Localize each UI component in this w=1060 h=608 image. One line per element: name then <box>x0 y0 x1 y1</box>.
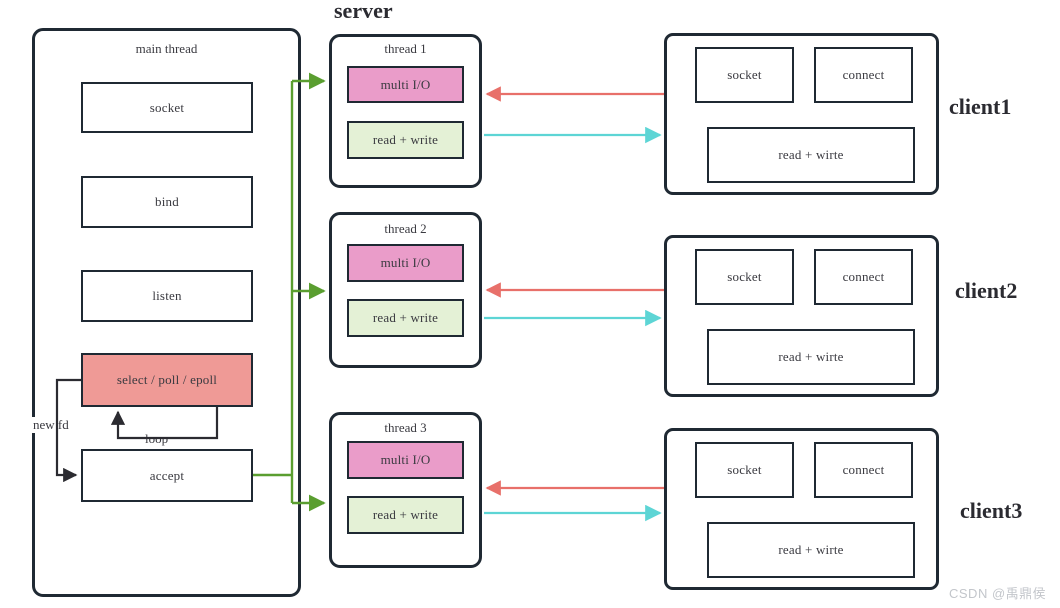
annotation-loop: loop <box>143 431 171 447</box>
client-1-read-write[interactable]: read + wirte <box>707 127 915 183</box>
client-2-connect[interactable]: connect <box>814 249 913 305</box>
main-step-listen[interactable]: listen <box>81 270 253 322</box>
thread-2-multi-io[interactable]: multi I/O <box>347 244 464 282</box>
main-step-select-poll-epoll[interactable]: select / poll / epoll <box>81 353 253 407</box>
client-1-socket[interactable]: socket <box>695 47 794 103</box>
client-3-socket[interactable]: socket <box>695 442 794 498</box>
client-label-2: client2 <box>955 278 1018 303</box>
thread-label-3: thread 3 <box>384 420 427 435</box>
client-label-3: client3 <box>960 498 1023 523</box>
client-2-socket[interactable]: socket <box>695 249 794 305</box>
thread-2-read-write[interactable]: read + write <box>347 299 464 337</box>
client-1-connect[interactable]: connect <box>814 47 913 103</box>
thread-3-read-write[interactable]: read + write <box>347 496 464 534</box>
main-step-socket[interactable]: socket <box>81 82 253 133</box>
thread-1-read-write[interactable]: read + write <box>347 121 464 159</box>
client-label-1: client1 <box>949 94 1012 119</box>
thread-box-1 <box>329 34 482 188</box>
main-step-accept[interactable]: accept <box>81 449 253 502</box>
server-title: server <box>334 0 393 23</box>
thread-box-2 <box>329 212 482 368</box>
annotation-new-fd: new fd <box>31 417 71 433</box>
client-3-read-write[interactable]: read + wirte <box>707 522 915 578</box>
thread-label-2: thread 2 <box>384 221 427 236</box>
client-3-connect[interactable]: connect <box>814 442 913 498</box>
csdn-watermark: CSDN @禹鼎侯 <box>949 586 1047 601</box>
thread-label-1: thread 1 <box>384 41 427 56</box>
thread-3-multi-io[interactable]: multi I/O <box>347 441 464 479</box>
client-2-read-write[interactable]: read + wirte <box>707 329 915 385</box>
main-thread-label: main thread <box>135 41 198 56</box>
thread-1-multi-io[interactable]: multi I/O <box>347 66 464 103</box>
main-step-bind[interactable]: bind <box>81 176 253 228</box>
thread-box-3 <box>329 412 482 568</box>
